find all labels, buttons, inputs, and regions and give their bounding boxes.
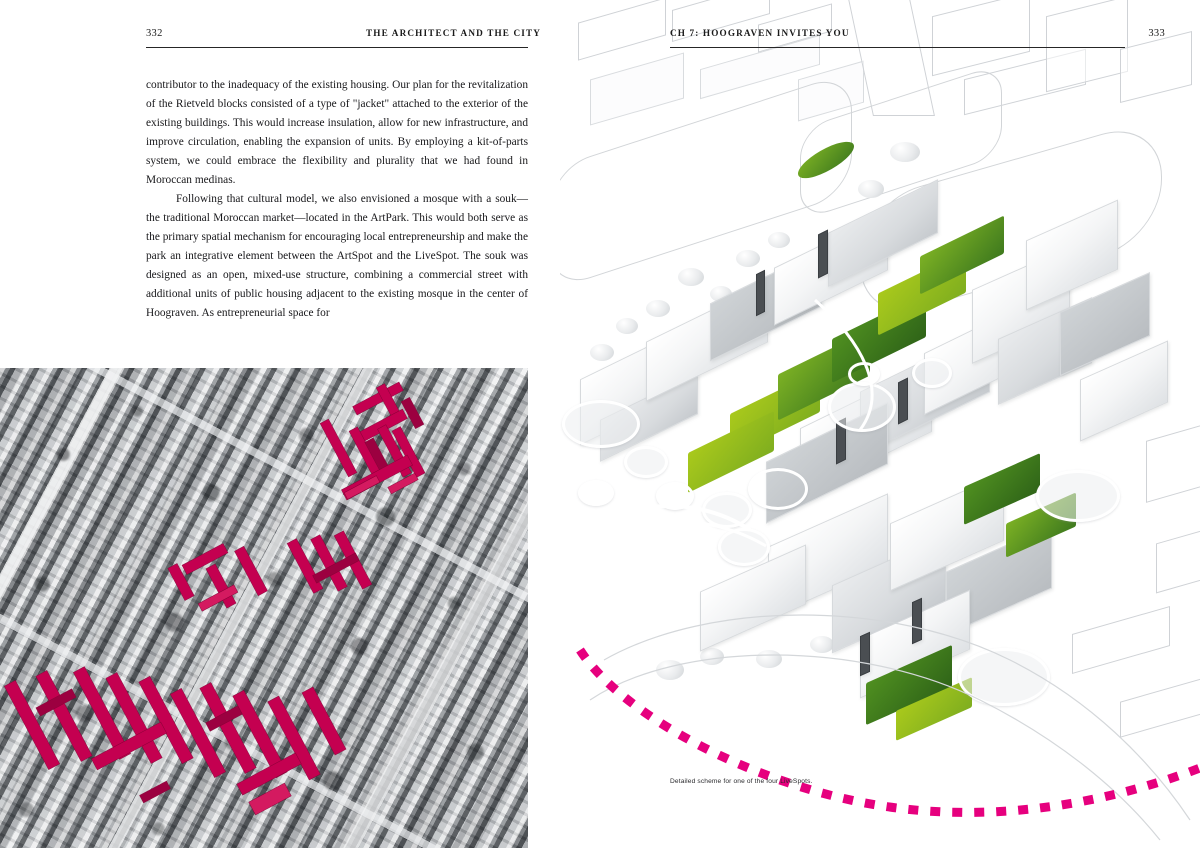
aerial-photo-tree-canopy	[0, 368, 528, 848]
right-page: CH 7: HOOGRAVEN INVITES YOU 333 Detailed…	[560, 0, 1200, 848]
left-header-rule	[146, 47, 528, 48]
right-running-head: CH 7: HOOGRAVEN INVITES YOU	[670, 28, 850, 38]
curved-pathway-overlay	[568, 298, 1191, 841]
left-running-head: THE ARCHITECT AND THE CITY	[366, 28, 542, 38]
aerial-photo-street-grid	[0, 368, 528, 848]
body-paragraph-2: Following that cultural model, we also e…	[146, 193, 528, 319]
left-page: 332 THE ARCHITECT AND THE CITY contribut…	[0, 0, 560, 848]
figure-caption: Detailed scheme for one of the four Live…	[670, 778, 813, 785]
body-paragraph-1: contributor to the inadequacy of the exi…	[146, 79, 528, 186]
left-body-text: contributor to the inadequacy of the exi…	[146, 76, 528, 323]
right-page-folio: 333	[1148, 28, 1165, 39]
axonometric-render-figure	[560, 0, 1200, 848]
right-header-rule	[670, 47, 1125, 48]
left-page-folio: 332	[146, 28, 163, 39]
aerial-photograph-figure	[0, 368, 528, 848]
